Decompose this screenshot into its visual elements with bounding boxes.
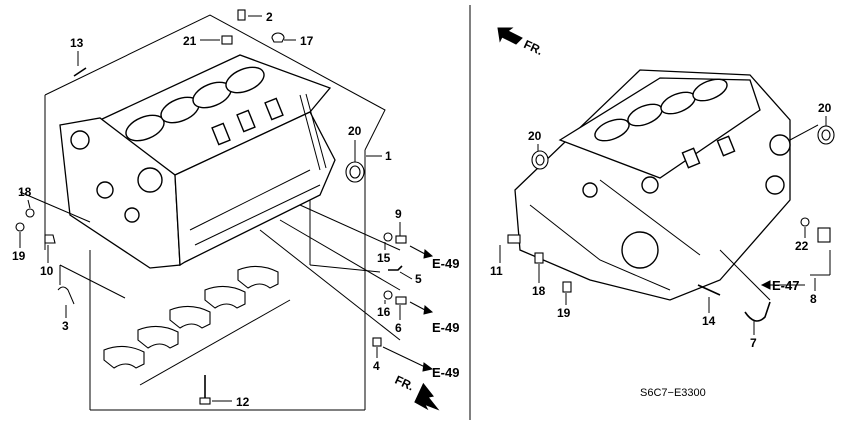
diagram-code: S6C7−E3300 [640,387,706,399]
left-small-parts [15,9,407,405]
left-engine-block [19,14,401,411]
reference-e49-middle: E-49 [432,320,459,335]
callout-15: 15 [377,251,391,265]
callout-21: 21 [183,34,197,48]
callout-14: 14 [702,314,716,328]
callout-13: 13 [70,36,84,50]
callout-3: 3 [62,319,69,333]
callout-labels: 1 2 3 4 5 6 7 8 9 10 11 12 13 14 15 16 1… [12,10,832,409]
front-label-top: FR. [522,37,545,58]
reference-arrows-left [382,245,434,372]
callout-20-mid: 20 [528,129,542,143]
callout-7: 7 [750,336,757,350]
callout-20-right: 20 [818,101,832,115]
callout-18-left: 18 [18,185,32,199]
callout-22: 22 [795,239,809,253]
main-bearing-caps [103,265,291,386]
right-small-parts [507,124,835,322]
callout-17: 17 [300,34,314,48]
callout-18-right: 18 [532,284,546,298]
reference-e47: E-47 [772,278,799,293]
callout-16: 16 [377,305,391,319]
callout-5: 5 [415,272,422,286]
right-engine-block [514,69,791,301]
callout-4: 4 [373,359,380,373]
callout-6: 6 [395,321,402,335]
callout-1: 1 [385,149,392,163]
callout-20-left: 20 [348,124,362,138]
front-arrow-bottom [414,382,440,411]
callout-19-right: 19 [557,306,571,320]
reference-e49-upper: E-49 [432,256,459,271]
callout-8: 8 [810,292,817,306]
callout-11: 11 [490,264,503,278]
reference-e49-lower: E-49 [432,365,459,380]
front-label-bottom: FR. [393,373,416,394]
callout-12: 12 [236,395,250,409]
callout-19-left: 19 [12,249,26,263]
reference-labels: E-49 E-49 E-49 E-47 [432,256,799,380]
callout-2: 2 [266,10,273,24]
callout-9: 9 [395,207,402,221]
front-arrow-top [497,27,523,45]
callout-10: 10 [40,264,54,278]
